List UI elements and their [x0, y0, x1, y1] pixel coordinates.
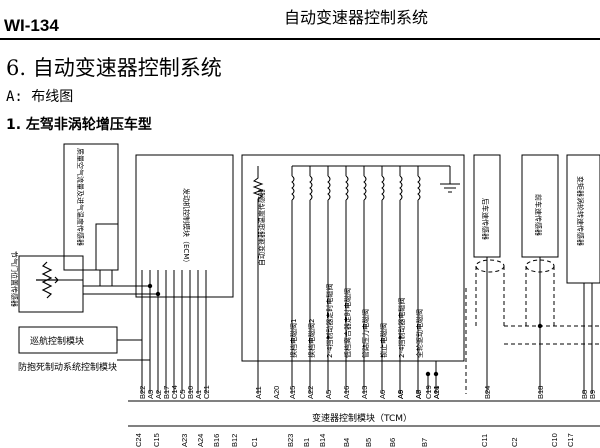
tcm-internal-label: 锁止电磁阀 [379, 323, 388, 358]
connector-pin-label: C14 [170, 385, 179, 399]
connector-pin-label: C5 [178, 389, 187, 399]
tcm-internal-box [241, 154, 465, 362]
tcm-internal-label: 全轮驱动电磁阀 [415, 309, 424, 358]
connector-pin-label: C2 [510, 437, 519, 447]
tcm-internal-label: 换档电磁阀1 [289, 319, 298, 358]
connector-pin-label: A23 [180, 434, 189, 447]
shield-lines [465, 259, 600, 394]
connector-pin-label: B16 [212, 434, 221, 447]
connector-pin-label: B23 [286, 434, 295, 447]
section-subtitle: A: 布线图 [6, 89, 74, 105]
connector-pin-label: C24 [134, 433, 143, 447]
section-title: 6. 自动变速器控制系统 [6, 56, 222, 80]
ecm-label: 发动机控制模块（ECM） [182, 188, 191, 266]
tcm-internal-label: 换档电磁阀2 [307, 319, 316, 358]
signal-wires [58, 257, 593, 394]
connector-pin-label: A15 [288, 386, 297, 399]
connector-pin-label: A6 [396, 390, 405, 399]
maf-sensor-label: 质量空气流量及进气温度传感器 [76, 148, 85, 246]
connector-pin-label: A22 [306, 386, 315, 399]
maf-connector [95, 223, 119, 271]
connector-pin-label: C15 [152, 433, 161, 447]
connector-pin-label: B8 [580, 390, 589, 399]
throttle-sensor-box [18, 255, 84, 313]
ecm-box [135, 154, 234, 298]
connector-pin-label: B24 [483, 386, 492, 399]
connector-pin-label: A1 [194, 390, 203, 399]
connector-pin-label: A24 [196, 434, 205, 447]
tcm-pins-bottom: C24 C15 A23 A24 B16 B12 C1 B23 B1 B14 B4 B5 B6 B7 C11 C… [134, 433, 575, 447]
solenoid-coils [252, 165, 460, 394]
connector-pin-label: A20 [272, 386, 281, 399]
tcm-label: 变速器控制模块（TCM） [312, 412, 412, 424]
subsection-title: 1. 左驾非涡轮增压车型 [6, 117, 152, 133]
connector-pin-label: A16 [342, 386, 351, 399]
rear-speed-sensor-label: 后车速传感器 [481, 198, 490, 240]
connector-pin-label: A21 [432, 386, 441, 399]
tcm-internal-label: 自动变速器油温度传感器 [257, 189, 266, 266]
connector-pin-label: A13 [360, 386, 369, 399]
connector-pin-label: A8 [414, 390, 423, 399]
connector-pin-label: B14 [318, 434, 327, 447]
page-code: WI-134 [4, 16, 59, 35]
connector-pin-label: A14 [432, 386, 441, 399]
connector-pin-label: C21 [202, 385, 211, 399]
connector-pin-label: A7 [414, 390, 423, 399]
connector-pin-label: C10 [550, 433, 559, 447]
connector-pin-label: B22 [138, 386, 147, 399]
maf-sensor-box [63, 143, 119, 271]
connector-pin-label: B6 [388, 438, 397, 447]
connector-pin-label: B10 [186, 386, 195, 399]
connector-pin-label: C1 [250, 437, 259, 447]
connector-pin-label: B4 [342, 438, 351, 447]
connector-pin-label: C17 [566, 433, 575, 447]
tcm-internal-label: 2-4挡制动器定时电磁阀 [325, 284, 334, 358]
connector-pin-label: A6 [378, 390, 387, 399]
tcm-internal-label: 管路压力电磁阀 [361, 309, 370, 358]
wiring-diagram: 质量空气流量及进气温度传感器 发动机控制模块（ECM） 节气门位置传感器 后车速… [10, 143, 600, 447]
connector-pin-label: B7 [420, 438, 429, 447]
connector-pin-label: B5 [364, 438, 373, 447]
connection-dots [147, 283, 543, 377]
abs-module-label: 防抱死制动系统控制模块 [18, 361, 117, 373]
throttle-resistor-icon [36, 261, 59, 299]
connector-pin-label: A9 [396, 390, 405, 399]
cruise-module-label: 巡航控制模块 [30, 335, 84, 347]
connector-pin-label: A3 [146, 390, 155, 399]
connector-pin-label: C11 [480, 434, 489, 447]
connector-pin-label: B1 [302, 438, 311, 447]
connector-pin-label: A5 [324, 390, 333, 399]
connector-pin-label: B9 [588, 390, 597, 399]
tcm-internal-label: 2-4挡制动器电磁阀 [397, 298, 406, 358]
connector-pin-label: A2 [154, 390, 163, 399]
header-title: 自动变速器控制系统 [284, 8, 429, 27]
header-rule [0, 38, 600, 40]
connector-pin-label: B17 [162, 386, 171, 399]
connector-pin-label: B12 [230, 434, 239, 447]
connector-pin-label: A11 [254, 386, 263, 399]
connector-pin-label: C19 [424, 385, 433, 399]
tcm-internal-label: 低档离合器定时电磁阀 [343, 288, 352, 358]
connector-pin-label: B18 [536, 386, 545, 399]
front-speed-sensor-label: 前车速传感器 [534, 194, 543, 236]
turbine-speed-sensor-label: 变矩器涡轮转速传感器 [576, 176, 585, 246]
throttle-sensor-label: 节气门位置传感器 [10, 251, 19, 307]
